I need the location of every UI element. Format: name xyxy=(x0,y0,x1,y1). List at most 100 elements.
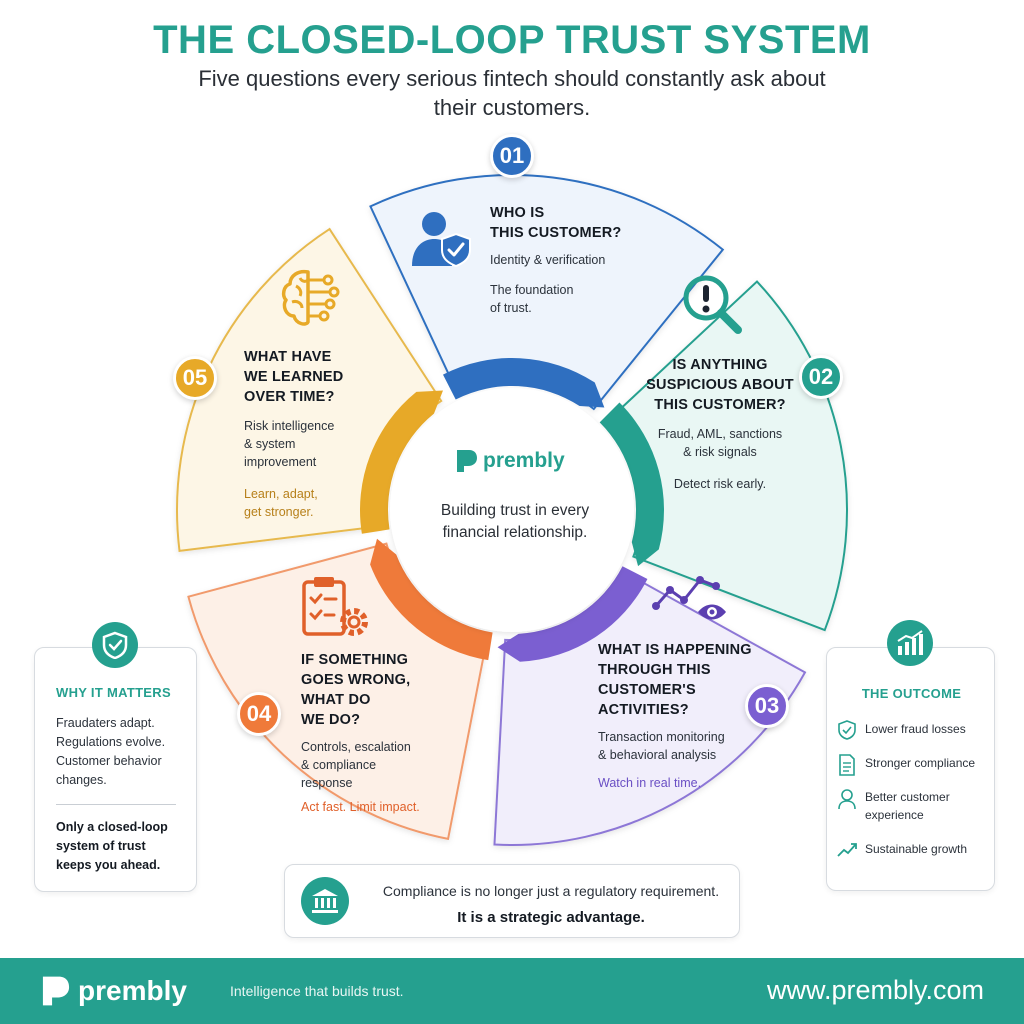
footer-brand-name: prembly xyxy=(78,975,187,1006)
segment-03-desc: Transaction monitoring xyxy=(598,730,725,744)
segment-05-desc: Risk intelligence xyxy=(244,419,335,433)
segment-04-desc: response xyxy=(301,776,353,790)
segment-02-text: IS ANYTHING SUSPICIOUS ABOUT THIS CUSTOMER… xyxy=(640,355,800,493)
outcome-item: Sustainable growth xyxy=(837,840,967,860)
segment-02-title-line: SUSPICIOUS ABOUT xyxy=(646,377,794,393)
outcome-card: THE OUTCOME Lower fraud losses Stronger … xyxy=(826,620,995,891)
segment-04-desc: & compliance xyxy=(301,758,377,772)
outcome-title: THE OUTCOME xyxy=(861,686,962,701)
footer-tagline: Intelligence that builds trust. xyxy=(230,983,404,999)
segment-05-title-line: OVER TIME? xyxy=(244,389,335,405)
clipboard-gear-icon xyxy=(300,574,372,640)
segment-03-text: WHAT IS HAPPENING THROUGH THIS CUSTOMER'S A… xyxy=(598,640,768,792)
why-it-matters-lines: Fraudaters adapt. Regulations evolve. Cu… xyxy=(56,714,196,790)
center-brand-logo: prembly xyxy=(455,446,595,476)
why-line: Customer behavior xyxy=(56,754,162,768)
segment-03-title-line: WHAT IS HAPPENING xyxy=(598,642,752,658)
prembly-logo-icon xyxy=(42,976,70,1006)
step-badge-02: 02 xyxy=(799,355,843,399)
segment-04-title-line: WE DO? xyxy=(301,712,361,728)
brain-circuit-icon xyxy=(278,266,344,332)
outcome-item: Better customer experience xyxy=(837,788,950,824)
segment-03-title-line: ACTIVITIES? xyxy=(598,702,689,718)
segment-02-title-line: IS ANYTHING xyxy=(672,357,768,373)
segment-03-tag: Watch in real time. xyxy=(598,776,702,790)
center-tagline: Building trust in every financial relati… xyxy=(440,502,590,541)
compliance-banner: Compliance is no longer just a regulator… xyxy=(284,864,740,938)
segment-05-tag: get stronger. xyxy=(244,505,314,519)
cycle-arrow-02 xyxy=(599,402,664,567)
prembly-logo-icon xyxy=(457,450,477,472)
segment-01-tag: The foundation xyxy=(490,283,574,297)
segment-03-desc: & behavioral analysis xyxy=(598,748,717,762)
segment-01-title-line: THIS CUSTOMER? xyxy=(490,225,622,241)
why-it-matters-card: WHY IT MATTERS Fraudaters adapt. Regulat… xyxy=(34,622,197,892)
segment-05-tag: Learn, adapt, xyxy=(244,487,318,501)
why-line: Fraudaters adapt. xyxy=(56,716,155,730)
page-subtitle: Five questions every serious fintech sho… xyxy=(198,66,826,120)
trend-up-icon xyxy=(837,843,857,857)
segment-02-desc: & risk signals xyxy=(683,445,757,459)
why-it-matters-conclusion: Only a closed-loop system of trust keeps… xyxy=(56,818,196,875)
outcome-item: Stronger compliance xyxy=(837,754,975,776)
center-circle xyxy=(390,388,634,632)
outcome-label: experience xyxy=(865,808,924,822)
why-strong-line: system of trust xyxy=(56,839,146,853)
segment-02-title-line: THIS CUSTOMER? xyxy=(654,397,786,413)
cycle-arrow-01 xyxy=(442,358,605,408)
segment-01-desc: Identity & verification xyxy=(490,253,606,267)
footer-website-link[interactable]: www.prembly.com xyxy=(766,975,984,1005)
segment-04-title-line: WHAT DO xyxy=(301,692,371,708)
segment-01-text: WHO IS THIS CUSTOMER? Identity & verifica… xyxy=(490,203,640,317)
segment-05-text: WHAT HAVE WE LEARNED OVER TIME? Risk intel… xyxy=(244,347,404,521)
why-line: Regulations evolve. xyxy=(56,735,166,749)
segment-05-desc: & system xyxy=(244,437,296,451)
segment-05-desc: improvement xyxy=(244,455,317,469)
bar-chart-up-icon xyxy=(887,620,933,666)
step-badge-01: 01 xyxy=(490,134,534,178)
segment-04-title-line: GOES WRONG, xyxy=(301,672,411,688)
segment-03-title-line: CUSTOMER'S xyxy=(598,682,696,698)
cycle-arrow-04 xyxy=(370,538,493,661)
step-badge-03: 03 xyxy=(745,684,789,728)
person-icon xyxy=(838,789,856,810)
segment-04-desc: Controls, escalation xyxy=(301,740,411,754)
outcome-label: Sustainable growth xyxy=(865,842,968,856)
document-icon xyxy=(839,754,855,776)
page-title: THE CLOSED-LOOP TRUST SYSTEM xyxy=(153,18,871,62)
why-line: changes. xyxy=(56,773,107,787)
cycle-arrow-03 xyxy=(497,566,648,662)
compliance-line-1: Compliance is no longer just a regulator… xyxy=(382,883,720,899)
footer-brand-logo[interactable]: prembly xyxy=(40,974,187,1008)
outcome-label: Better customer xyxy=(865,790,950,804)
step-badge-05: 05 xyxy=(173,356,217,400)
segment-04-title-line: IF SOMETHING xyxy=(301,652,409,668)
outcome-label: Stronger compliance xyxy=(865,756,976,770)
why-it-matters-title: WHY IT MATTERS xyxy=(56,685,171,700)
shield-check-icon xyxy=(838,720,856,740)
outcome-label: Lower fraud losses xyxy=(865,722,966,736)
compliance-line-2: It is a strategic advantage. xyxy=(457,909,645,926)
step-badge-04: 04 xyxy=(237,692,281,736)
shield-check-icon xyxy=(92,622,138,668)
magnifier-alert-icon xyxy=(680,272,744,336)
segment-05-title-line: WHAT HAVE xyxy=(244,349,332,365)
cycle-arrow-05 xyxy=(360,390,443,534)
footer-bar: prembly Intelligence that builds trust. … xyxy=(0,958,1024,1024)
segment-04-text: IF SOMETHING GOES WRONG, WHAT DO WE DO? Con… xyxy=(301,650,471,816)
segment-01-title-line: WHO IS xyxy=(490,205,545,221)
center-brand-name: prembly xyxy=(483,449,565,472)
outcome-item: Lower fraud losses xyxy=(837,720,966,740)
card-divider xyxy=(56,804,176,805)
segment-03-title-line: THROUGH THIS xyxy=(598,662,711,678)
segment-01-tag: of trust. xyxy=(490,301,532,315)
segment-02-desc: Fraud, AML, sanctions xyxy=(657,427,783,441)
why-strong-line: keeps you ahead. xyxy=(56,858,161,872)
segment-04-tag: Act fast. Limit impact. xyxy=(301,800,420,814)
user-shield-icon xyxy=(410,208,472,268)
bank-icon xyxy=(301,877,349,925)
segment-05-title-line: WE LEARNED xyxy=(244,369,344,385)
segment-02-tag: Detect risk early. xyxy=(673,477,767,491)
trend-eye-icon xyxy=(650,570,726,630)
